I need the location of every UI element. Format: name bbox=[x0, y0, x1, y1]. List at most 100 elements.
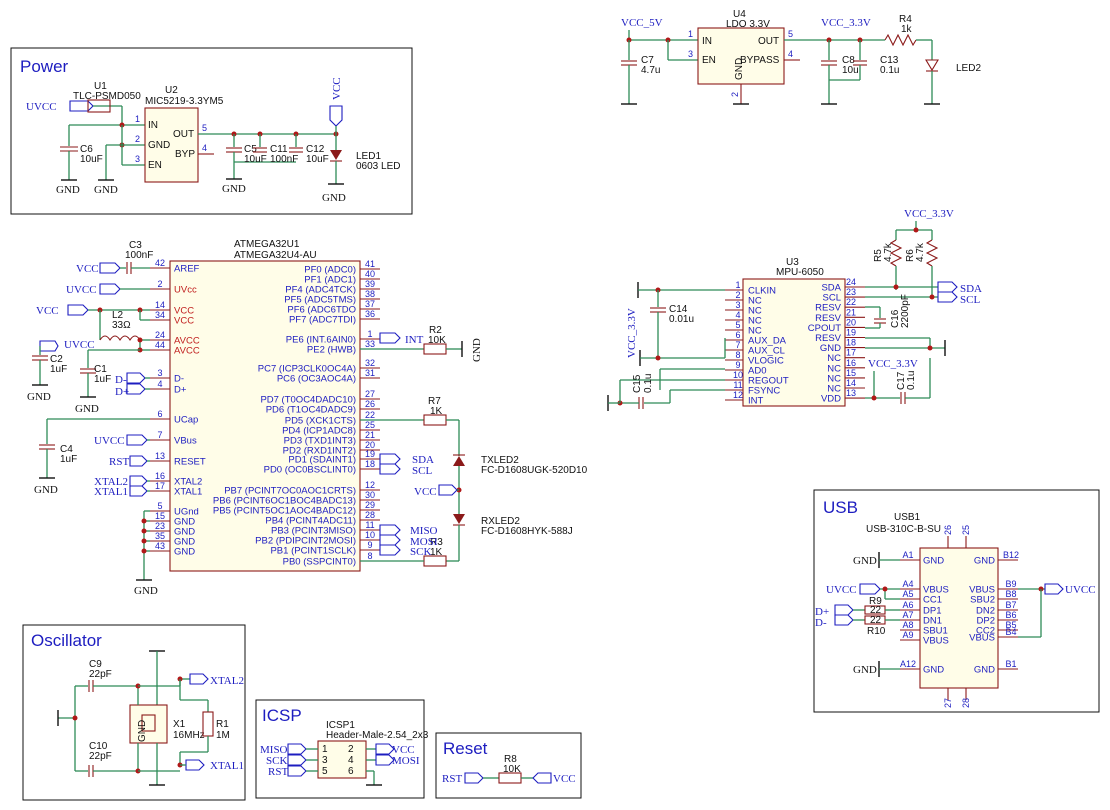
mcu-right-pin-number: 8 bbox=[367, 551, 372, 561]
u4-num-4: 4 bbox=[788, 49, 793, 59]
led1-value: 0603 LED bbox=[356, 161, 400, 172]
gnd-r2: GND bbox=[471, 338, 483, 362]
gnd-c2: GND bbox=[27, 391, 51, 403]
c11-value: 100nF bbox=[270, 154, 298, 165]
led1-symbol bbox=[330, 150, 342, 160]
usb-left-pin-label: SBU1 bbox=[923, 626, 948, 637]
usb-left-pin-label: CC1 bbox=[923, 595, 942, 606]
mcu-left-pin-number: 13 bbox=[155, 451, 165, 461]
usb-left-pin-number: A5 bbox=[902, 589, 913, 599]
dm-flag-mcu bbox=[126, 372, 146, 384]
r1-value: 1M bbox=[216, 730, 230, 741]
usb-right-pin-label: SBU2 bbox=[970, 595, 995, 606]
usb-right-pin-number: B6 bbox=[1005, 610, 1016, 620]
c17-value: 0.1u bbox=[906, 371, 917, 390]
mcu-left-pin-number: 3 bbox=[157, 368, 162, 378]
usb-right-pin-number: B4 bbox=[1005, 627, 1016, 637]
reset-section: Reset RST R8 10K VCC bbox=[435, 732, 582, 799]
mcu-left-pin-label: XTAL1 bbox=[174, 487, 202, 498]
u4-pin-in: IN bbox=[702, 36, 712, 47]
led2-symbol bbox=[925, 59, 939, 72]
mcu-right-pin-label: PF7 (ADC7TDI) bbox=[289, 315, 356, 326]
gnd-c5: GND bbox=[222, 183, 246, 195]
mcu-ref: ATMEGA32U1 bbox=[234, 239, 300, 250]
mcu-right-pin-number: 30 bbox=[365, 490, 375, 500]
rst-flag-icsp bbox=[287, 765, 307, 777]
mcu-right-pin-number: 29 bbox=[365, 500, 375, 510]
power-frame bbox=[10, 47, 413, 215]
mcu-right-pin-number: 41 bbox=[365, 259, 375, 269]
l2-ref: L2 bbox=[112, 310, 124, 321]
r3-value: 1K bbox=[430, 547, 443, 558]
mcu-left-pin-number: 7 bbox=[157, 430, 162, 440]
mpu-left-pin-label: FSYNC bbox=[748, 386, 780, 397]
usb-left-pin-number: A7 bbox=[902, 610, 913, 620]
mcu-right-pin-label: PD2 (RXD1INT2) bbox=[283, 446, 356, 457]
mcu-left-pin-label: D- bbox=[174, 374, 184, 385]
mpu-left-pin-label: AD0 bbox=[748, 366, 766, 377]
mpu-left-pin-number: 5 bbox=[735, 320, 740, 330]
u4-num-5: 5 bbox=[788, 29, 793, 39]
mpu-left-pin-number: 3 bbox=[735, 300, 740, 310]
mcu-left-pin-number: 4 bbox=[157, 379, 162, 389]
mcu-right-pin-number: 32 bbox=[365, 358, 375, 368]
mcu-left-pin-number: 24 bbox=[155, 330, 165, 340]
c12-ref: C12 bbox=[306, 144, 325, 155]
mcu-right-pin-number: 33 bbox=[365, 339, 375, 349]
mcu-right-pin-number: 11 bbox=[365, 520, 374, 530]
sda-label-mpu: SDA bbox=[960, 283, 982, 295]
mcu-left-pin-number: 2 bbox=[157, 279, 162, 289]
mcu-left-pin-number: 5 bbox=[157, 501, 162, 511]
vcc-flag-icsp bbox=[375, 743, 395, 755]
dm-label-mcu: D- bbox=[115, 374, 127, 386]
mpu-right-pin-number: 15 bbox=[846, 368, 856, 378]
c12-value: 10uF bbox=[306, 154, 329, 165]
x1-value: 16MHz bbox=[173, 730, 205, 741]
c3-ref: C3 bbox=[129, 240, 142, 251]
gnd-led1: GND bbox=[322, 192, 346, 204]
dm-label-usb: D- bbox=[815, 617, 827, 629]
mpu-right-pin-label: VDD bbox=[821, 394, 841, 405]
mcu-left-pin-label: RESET bbox=[174, 457, 206, 468]
mcu-left-pin-label: AVCC bbox=[174, 346, 200, 357]
usb-right-pin-label: VBUS bbox=[969, 585, 995, 596]
mcu-right-pin-label: PB7 (PCINT7OC0AOC1CRTS) bbox=[224, 486, 356, 497]
r5-ref: R5 bbox=[873, 249, 884, 262]
icsp-pin-2: 2 bbox=[348, 744, 354, 755]
mcu-right-pin-label: PB1 (PCINT1SCLK) bbox=[270, 546, 356, 557]
mpu-left-pin-label: INT bbox=[748, 396, 764, 407]
rxled-ref: RXLED2 bbox=[481, 516, 520, 527]
mcu-right-pin-number: 22 bbox=[365, 410, 375, 420]
mosi-label-icsp: MOSI bbox=[392, 755, 420, 767]
r10-value: 22 bbox=[870, 615, 882, 626]
r4-ref: R4 bbox=[899, 14, 912, 25]
sda-label-mcu: SDA bbox=[412, 454, 434, 466]
sck-flag-icsp bbox=[287, 754, 307, 766]
uvcc-label-usb-right: UVCC bbox=[1065, 584, 1096, 596]
sck-label-icsp: SCK bbox=[266, 755, 287, 767]
mpu-right-pin-number: 19 bbox=[846, 328, 856, 338]
miso-flag-mcu bbox=[379, 524, 401, 536]
vcc-label-icsp: VCC bbox=[392, 744, 415, 756]
u1-ref: U1 bbox=[94, 81, 107, 92]
rxled-value: FC-D1608HYK-588J bbox=[481, 526, 573, 537]
u2-num-3: 3 bbox=[135, 154, 140, 164]
c2-ref: C2 bbox=[50, 354, 63, 365]
mpu-left-pin-label: NC bbox=[748, 326, 762, 337]
usb-left-pin-number: A6 bbox=[902, 600, 913, 610]
mpu-left-pin-label: NC bbox=[748, 296, 762, 307]
xtal1-flag-mcu bbox=[129, 485, 148, 497]
uvcc-flag-mcu bbox=[99, 283, 121, 295]
mpu-right-pin-number: 13 bbox=[846, 388, 856, 398]
uvcc-flag-vbus bbox=[126, 434, 148, 446]
mpu-ref: U3 bbox=[786, 257, 799, 268]
vcc-label-power: VCC bbox=[331, 77, 343, 100]
mcu-right-pin-number: 20 bbox=[365, 440, 375, 450]
u1-value: TLC-PSMD050 bbox=[73, 91, 141, 102]
r3-ref: R3 bbox=[430, 537, 443, 548]
mpu-right-pin-number: 14 bbox=[846, 378, 856, 388]
mcu-right-pin-number: 12 bbox=[365, 480, 375, 490]
c1-ref: C1 bbox=[94, 364, 107, 375]
